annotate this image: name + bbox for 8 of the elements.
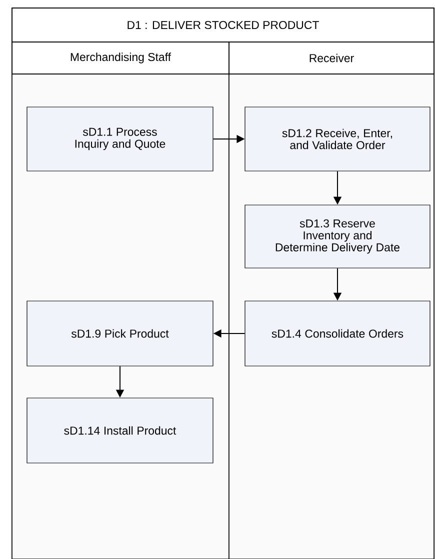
process-box: sD1.1 Process Inquiry and Quote [26,106,214,172]
node-label: Merchandising Staff [70,52,172,64]
node-label: Receiver [310,54,354,62]
process-box: sD1.4 Consolidate Orders [244,300,430,366]
process-box: sD1.9 Pick Product [26,300,214,366]
process-box: sD1.2 Receive, Enter, and Validate Order [244,106,430,172]
process-box: sD1.3 Reserve Inventory and Determine Delivery Date [244,204,430,268]
process-box: sD1.14 Install Product [26,398,214,464]
